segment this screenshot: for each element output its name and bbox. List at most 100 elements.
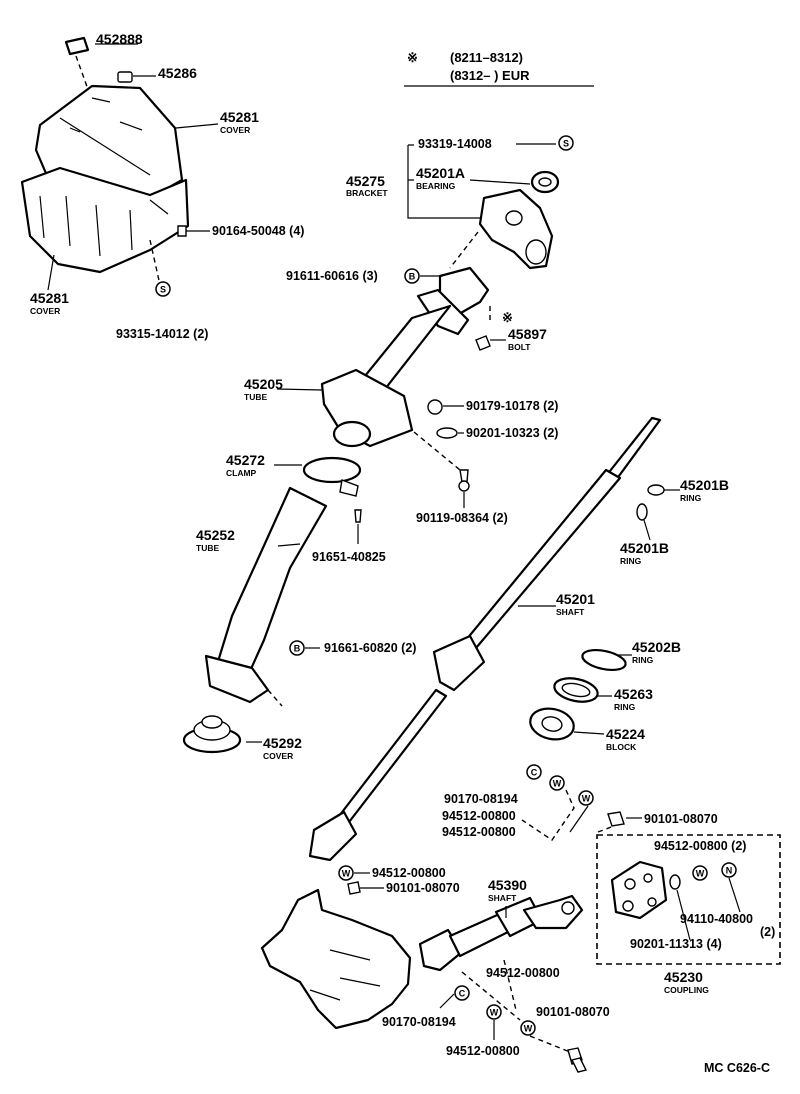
label-45205: 45205 (244, 376, 283, 392)
label-45201B-upper: 45201B (680, 477, 729, 493)
label-45224: 45224 (606, 726, 645, 742)
lower-cover (20, 166, 190, 274)
svg-text:RING: RING (680, 493, 702, 503)
shaft-lower (334, 688, 448, 828)
label-91661: 91661-60820 (2) (324, 641, 416, 655)
ring-45263 (553, 677, 612, 703)
svg-text:SHAFT: SHAFT (488, 893, 517, 903)
washer-90201-10323 (436, 427, 464, 439)
tube-flange (204, 654, 270, 704)
block-45224 (529, 707, 605, 741)
bracket-brace (407, 144, 480, 219)
bracket-assembly (407, 143, 560, 270)
label-45201: 45201 (556, 591, 595, 607)
bolt-90101-upper (607, 811, 642, 827)
ring-45202B (581, 648, 632, 672)
label-45272: 45272 (226, 452, 265, 468)
ring-45201B-upper (647, 484, 680, 496)
lower-tube-45252 (204, 486, 328, 707)
svg-text:N: N (726, 866, 733, 876)
label-94512-coupling: 94512-00800 (2) (654, 839, 746, 853)
label-45230: 45230 (664, 969, 703, 985)
svg-text:W: W (524, 1024, 533, 1034)
label-45252: 45252 (196, 527, 235, 543)
column-tube-45205 (276, 266, 491, 471)
tube-end (332, 420, 372, 448)
label-93315: 93315-14012 (2) (116, 327, 208, 341)
label-45263: 45263 (614, 686, 653, 702)
label-91651: 91651-40825 (312, 550, 386, 564)
symbol-n-coupling: N (721, 862, 737, 878)
label-45390: 45390 (488, 877, 527, 893)
symbol-b-top: B (404, 268, 420, 284)
nut-90179 (427, 399, 464, 415)
header: ※ (8211–8312) (8312– ) EUR (404, 50, 594, 87)
coupling-box (596, 834, 781, 965)
header-symbol: ※ (407, 50, 418, 65)
svg-text:TUBE: TUBE (196, 543, 219, 553)
universal-joint-lower (308, 810, 358, 862)
label-45292: 45292 (263, 735, 302, 751)
svg-text:BLOCK: BLOCK (606, 742, 637, 752)
gear-housing (260, 888, 412, 1030)
svg-text:S: S (563, 139, 569, 149)
header-range-2: (8312– ) EUR (450, 68, 530, 83)
symbol-c-lower: C (454, 985, 470, 1001)
screw-90164 (177, 225, 187, 237)
bolt-90101-mid (347, 881, 361, 895)
ring-45201B-lower (636, 503, 651, 541)
label-45286: 45286 (158, 65, 197, 81)
bolt-45897: ※ (475, 310, 513, 351)
label-90101-mid: 90101-08070 (386, 881, 460, 895)
label-90179: 90179-10178 (2) (466, 399, 558, 413)
label-90201-10323: 90201-10323 (2) (466, 426, 558, 440)
label-90164: 90164-50048 (4) (212, 224, 304, 238)
svg-text:W: W (490, 1008, 499, 1018)
screw-91651 (354, 509, 362, 523)
label-93319: 93319-14008 (418, 137, 492, 151)
label-94512-b: 94512-00800 (442, 825, 516, 839)
header-range-1: (8211–8312) (450, 50, 523, 65)
column-cover-assembly (20, 36, 219, 291)
coupling-45230 (610, 860, 681, 920)
label-94512-a: 94512-00800 (442, 809, 516, 823)
label-90119: 90119-08364 (2) (416, 511, 508, 525)
symbol-c-upper: C (526, 764, 542, 780)
part-labels: 452888 45286 45281 COVER 90164-50048 (4)… (30, 31, 775, 1075)
label-90101-upper: 90101-08070 (644, 812, 718, 826)
svg-text:W: W (582, 794, 591, 804)
svg-text:SHAFT: SHAFT (556, 607, 585, 617)
label-94512-f: 94512-00800 (446, 1044, 520, 1058)
svg-text:TUBE: TUBE (244, 392, 267, 402)
svg-text:W: W (553, 779, 562, 789)
label-45281-upper: 45281 (220, 109, 259, 125)
svg-text:C: C (531, 768, 538, 778)
symbol-w-bottom-2: W (520, 1020, 536, 1036)
label-94110: 94110-40800 (680, 912, 753, 926)
svg-text:C: C (459, 989, 466, 999)
svg-text:RING: RING (614, 702, 636, 712)
diagram-code: MC C626-C (704, 1061, 770, 1075)
symbol-s-cover: S (155, 281, 171, 297)
svg-text:COUPLING: COUPLING (664, 985, 709, 995)
label-90201-11313: 90201-11313 (4) (630, 937, 722, 951)
label-45202B: 45202B (632, 639, 681, 655)
svg-text:※: ※ (502, 310, 513, 325)
label-94110-qty: (2) (760, 925, 775, 939)
clip-452888 (64, 36, 90, 56)
shaft-splined-end (604, 416, 662, 482)
cover-screw-leader (149, 239, 161, 286)
lower-cover-ribs (39, 195, 169, 257)
bolt-90101-bottom (567, 1047, 588, 1073)
label-94512-mid: 94512-00800 (372, 866, 446, 880)
label-90101-bottom: 90101-08070 (536, 1005, 610, 1019)
label-45275: 45275 (346, 173, 385, 189)
screw-90119 (458, 469, 470, 508)
svg-text:B: B (294, 644, 301, 654)
label-90170-lower: 90170-08194 (382, 1015, 456, 1029)
symbol-w-1: W (549, 775, 565, 791)
main-shaft-45201 (308, 416, 662, 862)
svg-text:COVER: COVER (30, 306, 60, 316)
symbol-s: S (160, 285, 166, 295)
